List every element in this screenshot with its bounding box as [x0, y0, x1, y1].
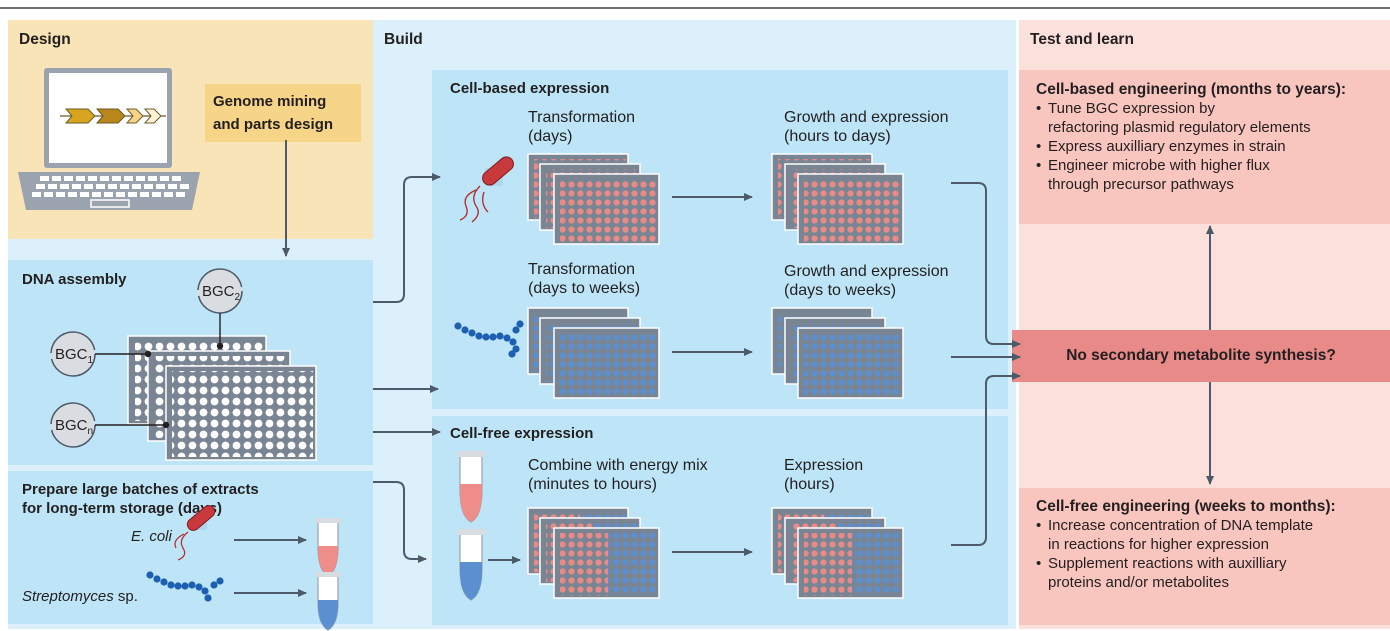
growth-plate-stack-blue	[771, 307, 904, 399]
tube-icon	[457, 451, 485, 523]
transformation-weeks-label: Transformation (days to weeks)	[528, 261, 641, 297]
bgc1-label: BGC1	[55, 346, 94, 366]
list-item: Tune BGC expression by refactoring plasm…	[1034, 99, 1384, 137]
cellbased-to-banner-arrow	[951, 182, 1021, 348]
transformation-days-label: Transformation (days)	[528, 109, 635, 145]
prepare-to-cellfree-arrow	[373, 481, 427, 563]
growth-hours-label: Growth and expression (hours to days)	[784, 109, 949, 145]
gene-cluster-icon	[60, 108, 166, 124]
cell-based-engineering-list: Tune BGC expression by refactoring plasm…	[1034, 99, 1384, 194]
growth-weeks-label: Growth and expression (days to weeks)	[784, 263, 949, 299]
assembly-plate-stack	[127, 335, 317, 461]
combine-energy-label: Combine with energy mix (minutes to hour…	[528, 457, 708, 493]
streptomyces-icon	[146, 571, 224, 602]
design-header: Design	[19, 31, 71, 48]
circular-plasmid-icon	[50, 268, 243, 448]
combine-plate-stack	[527, 507, 660, 599]
cell-based-title: Cell-based expression	[450, 80, 610, 97]
tube-icon	[315, 572, 341, 631]
list-item: Engineer microbe with higher flux throug…	[1034, 156, 1384, 194]
assembly-to-cellbased-arrow	[373, 173, 441, 303]
top-rule	[0, 7, 1390, 9]
cell-free-title: Cell-free expression	[450, 425, 594, 442]
growth-plate-stack-red	[771, 153, 904, 245]
build-header: Build	[384, 31, 423, 48]
cell-free-engineering-list: Increase concentration of DNA template i…	[1034, 516, 1384, 592]
no-secondary-metabolite-banner: No secondary metabolite synthesis?	[1012, 330, 1390, 382]
bacterium-icon	[174, 505, 216, 561]
cell-free-engineering-title: Cell-free engineering (weeks to months):	[1036, 498, 1336, 515]
cell-based-engineering-title: Cell-based engineering (months to years)…	[1036, 81, 1347, 98]
list-item: Express auxilliary enzymes in strain	[1034, 137, 1384, 156]
bgcn-label: BGCn	[55, 417, 93, 437]
streptomyces-icon	[454, 320, 524, 358]
streptomyces-label: Streptomyces sp.	[22, 588, 138, 605]
prepare-title: Prepare large batches of extracts for lo…	[22, 481, 259, 517]
bgc2-label: BGC2	[202, 283, 241, 303]
dna-assembly-title: DNA assembly	[22, 271, 127, 288]
transformation-plate-stack-red	[527, 153, 660, 245]
tube-icon	[457, 529, 485, 601]
test-header: Test and learn	[1030, 31, 1134, 48]
list-item: Supplement reactions with auxilliary pro…	[1034, 554, 1384, 592]
genome-mining-chip: Genome mining and parts design	[205, 84, 361, 142]
tube-icon	[315, 518, 341, 577]
cellfree-to-banner-arrow	[951, 372, 1021, 546]
expression-hours-label: Expression (hours)	[784, 457, 864, 493]
transformation-plate-stack-blue	[527, 307, 660, 399]
list-item: Increase concentration of DNA template i…	[1034, 516, 1384, 554]
ecoli-label: E. coli	[131, 528, 172, 545]
bacterium-icon	[459, 156, 514, 223]
prepare-box	[8, 471, 373, 624]
expression-plate-stack	[771, 507, 904, 599]
